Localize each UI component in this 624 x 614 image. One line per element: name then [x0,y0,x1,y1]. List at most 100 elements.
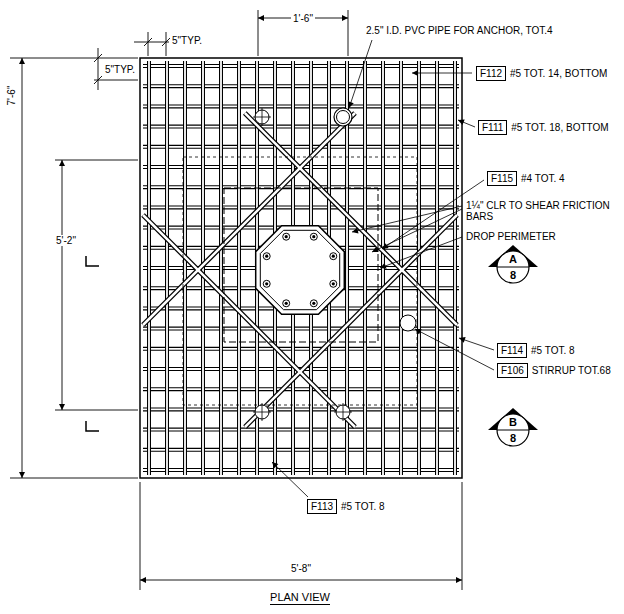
drop-perimeter [224,188,378,342]
dimension-tick [144,38,170,46]
rebar [435,61,439,475]
rebar-core [143,348,459,350]
anchor-bolt [310,233,317,240]
leader-line [415,329,494,370]
leader-line [272,462,308,497]
rebar [237,61,241,475]
rebar-core [364,61,366,475]
extension-line [10,58,138,59]
dimension-text: 1'-6" [291,13,315,24]
anchor-bolt [330,280,337,287]
rebar-core [143,126,459,128]
bar-description: #5 TOT. 8 [531,345,575,356]
dimension-tick [94,54,102,84]
dimension-text: 7'-6" [6,85,17,105]
anchor-hole-cross [253,108,271,126]
rebar-core [143,388,459,390]
rebar [143,84,459,88]
rebar-core [454,61,456,475]
mark-number: F111 [482,122,503,133]
rebar [183,61,187,475]
section-cut-mark [86,256,99,266]
rebar [143,347,459,351]
pvc-pipe [334,108,352,126]
leader-line [352,206,462,232]
mark-number: F114 [501,345,523,356]
anchor-bolt [263,280,270,287]
rebar [165,61,169,475]
rebar-core [143,85,459,87]
diagonal-bar [245,113,457,325]
dimension-text: 5'-8" [291,563,311,574]
callout-tag: F113 [307,499,337,514]
leader-line [458,120,475,127]
callout-tag: F112 [476,66,506,81]
column-octagon [256,226,345,315]
extension-line [166,32,167,56]
dimension-text: 5"TYP. [172,35,202,46]
pvc-pipe-outer [334,108,352,126]
dimension-text: 5"TYP. [105,64,135,75]
rebar [381,61,385,475]
anchor-bolt [263,253,270,260]
dimension-text: 5'-2" [54,235,78,246]
section-cuts [86,245,538,431]
extension-line [55,160,138,161]
section-divider [497,267,529,268]
note-text: 1¼" CLR TO SHEAR FRICTION BARS [466,200,616,222]
bar-description: #5 TOT. 14, BOTTOM [510,68,607,79]
pvc-pipe-inner [337,111,350,124]
rebar [143,145,459,149]
rebar [143,125,459,129]
anchor-bolt-core [332,255,335,258]
extension-line [10,478,138,479]
callout-tag: F114 [497,343,527,358]
rebar-core [143,146,459,148]
diagonal-bar-core [143,113,355,325]
rebar-core [143,449,459,451]
callout-tag: F115 [487,171,517,186]
section-triangle [488,408,538,430]
rebar-core [143,106,459,108]
diagonal-bar-core [245,215,457,427]
extension-line [94,80,138,81]
anchor-bolt-core [285,235,288,238]
anchor-bolt-core [265,282,268,285]
leader-lines [272,40,494,497]
section-circle-outline [497,251,529,283]
anchor-bolt [330,253,337,260]
section-marker: A8 [496,250,530,284]
section-circle-outline [497,414,529,446]
bar-description: #5 TOT. 18, BOTTOM [511,122,608,133]
rebar [143,104,459,108]
leader-line [349,40,372,108]
diagonal-bar [143,215,355,427]
mark-number: F106 [501,365,524,376]
rebar [363,61,367,475]
rebar-core [220,61,222,475]
anchor-hole-cross [334,403,352,421]
leader-line [412,73,472,74]
anchor-bolt-core [312,235,315,238]
anchor-bolt-core [265,255,268,258]
leader-line [380,237,462,268]
rebar-core [143,429,459,431]
diagonal-bar-core [143,215,355,427]
rebar-core [143,408,459,410]
view-title: PLAN VIEW [270,591,330,605]
diagonal-bar-core [245,113,457,325]
dimension-lines [10,10,462,590]
rebar [143,205,459,209]
rebar-grid [143,61,459,475]
rebar-core [382,61,384,475]
rebar [143,448,459,452]
anchor-bolt-core [285,302,288,305]
note-text: DROP PERIMETER [466,231,556,242]
anchor-bolt-core [332,282,335,285]
extension-line [348,10,349,56]
rebar [143,387,459,391]
anchor-bolts [263,233,337,307]
anchor-holes [253,108,416,421]
rebar [143,64,459,68]
section-cut-mark [86,421,99,431]
